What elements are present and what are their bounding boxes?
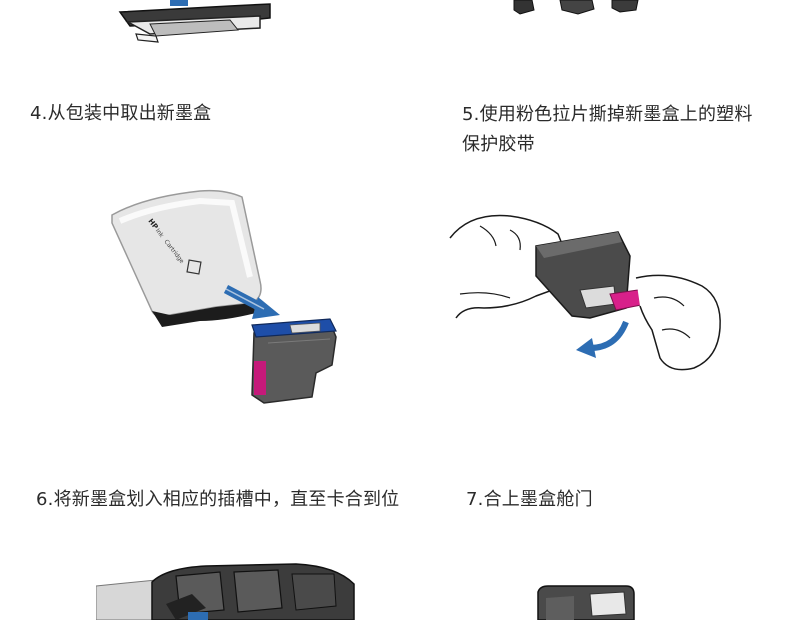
step-6-caption: 6.将新墨盒划入相应的插槽中，直至卡合到位 [36,485,399,515]
pull-direction-arrow-icon [576,320,629,358]
illustration-close-door [534,584,638,620]
step-6-text: 6.将新墨盒划入相应的插槽中，直至卡合到位 [36,489,400,510]
step-7-text: 7.合上墨盒舱门 [466,489,593,510]
extract-arrow-icon [223,285,280,319]
step-5-text-line2: 保护胶带 [462,134,535,155]
illustration-printer-tray [110,0,280,48]
illustration-insert-cartridge [96,560,358,620]
step-7-caption: 7.合上墨盒舱门 [466,485,593,515]
illustration-remove-tape [440,198,730,388]
cartridge-icon [535,231,631,319]
step-4-caption: 4.从包装中取出新墨盒 [30,99,211,129]
step-4-text: 4.从包装中取出新墨盒 [30,103,212,124]
step-5-text-line1: 5.使用粉色拉片撕掉新墨盒上的塑料 [462,104,753,125]
illustration-cartridge-slots [508,0,648,16]
illustration-unpack-cartridge: HP Ink Cartridge [104,185,354,413]
cartridge-icon [251,318,337,404]
package-window-icon [186,259,202,275]
step-5-caption: 5.使用粉色拉片撕掉新墨盒上的塑料 保护胶带 [462,100,753,160]
package-line: Ink [154,227,165,239]
